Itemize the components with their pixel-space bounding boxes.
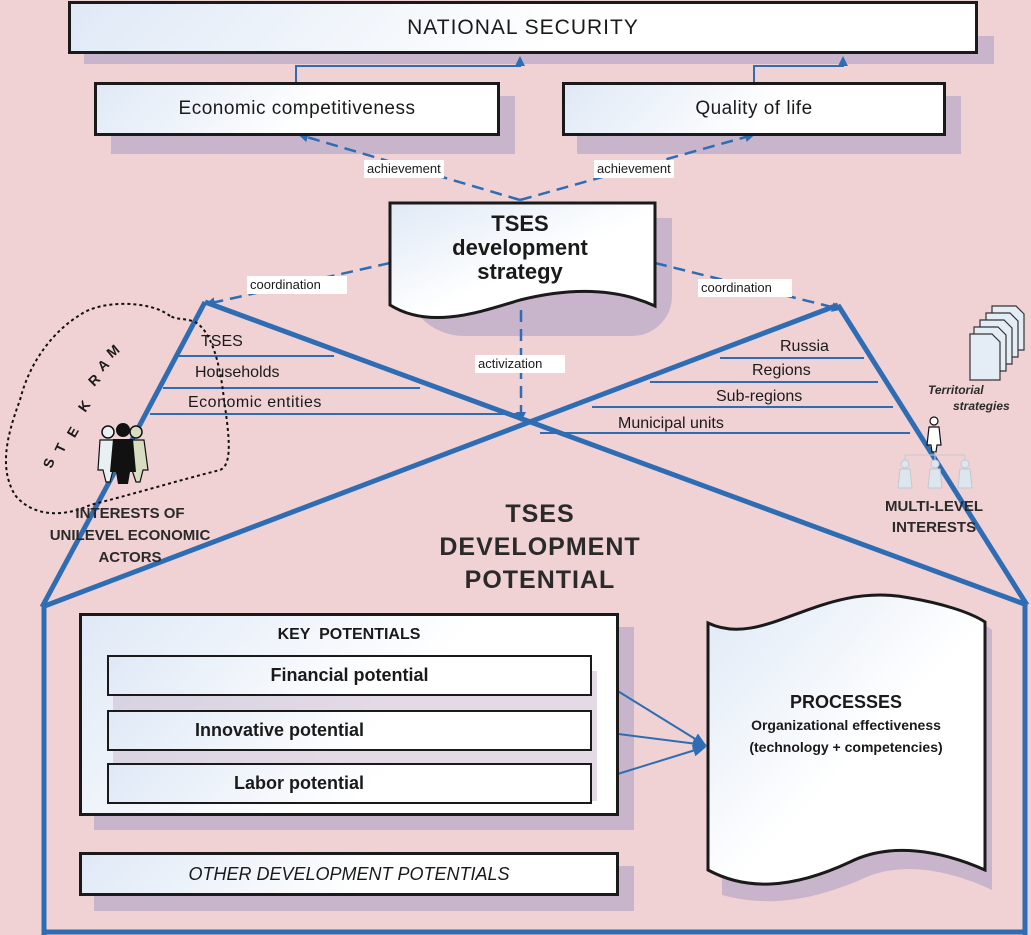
markets-boundary	[5, 302, 230, 515]
x-line-ascending	[41, 302, 839, 610]
hierarchy-people-icon	[897, 416, 973, 489]
right-level-municipal-units: Municipal units	[618, 415, 724, 432]
left-level-households: Households	[195, 364, 280, 381]
other-potentials-label: OTHER DEVELOPMENT POTENTIALS	[188, 863, 510, 884]
processes-title: PROCESSES	[789, 692, 903, 712]
right-level-sub-regions: Sub-regions	[716, 388, 803, 405]
strategy-document-shape	[388, 201, 657, 319]
quality-of-life-label: Quality of life	[695, 98, 813, 119]
strategy-line-2: development	[452, 235, 588, 260]
financial-potential-box: Financial potential	[107, 655, 592, 696]
unilevel-interests-label: INTERESTS OF UNILEVEL ECONOMIC ACTORS	[25, 503, 235, 569]
key-potentials-title: KEY POTENTIALS	[277, 626, 421, 643]
potential-line-3: POTENTIAL	[464, 566, 616, 594]
labor-potential-box: Labor potential	[107, 763, 592, 804]
right-level-russia: Russia	[780, 338, 829, 355]
processes-text: PROCESSES Organizational effectiveness (…	[715, 690, 977, 758]
strategy-line-3: strategy	[477, 259, 563, 284]
economic-competitiveness-label: Economic competitiveness	[178, 98, 416, 119]
potential-line-2: DEVELOPMENT	[439, 533, 641, 561]
innovative-potential-box: Innovative potential	[107, 710, 592, 751]
connector-quality-to-security	[753, 56, 848, 82]
coordination-label-left: coordination	[247, 276, 347, 294]
right-level-regions: Regions	[752, 362, 811, 379]
coordination-arrow-left	[205, 261, 391, 308]
multilevel-line-1: MULTI-LEVEL	[884, 498, 984, 515]
economic-competitiveness-box: Economic competitiveness	[94, 82, 500, 136]
national-security-label: NATIONAL SECURITY	[407, 15, 639, 39]
multilevel-line-2: INTERESTS	[891, 519, 977, 536]
other-potentials-box: OTHER DEVELOPMENT POTENTIALS	[79, 852, 619, 896]
potential-line-1: TSES	[505, 500, 575, 528]
activization-label: activization	[475, 355, 565, 373]
document-stack-icon	[969, 305, 1025, 381]
territorial-strategies-label: Territorial strategies	[928, 382, 1028, 414]
left-level-tses: TSES	[201, 333, 243, 350]
unilevel-line-2: UNILEVEL ECONOMIC	[49, 527, 211, 544]
quality-of-life-box: Quality of life	[562, 82, 946, 136]
left-level-economic-entities: Economic entities	[188, 394, 322, 411]
innovative-potential-label: Innovative potential	[195, 720, 365, 740]
potential-title: TSES DEVELOPMENT POTENTIAL	[420, 498, 660, 597]
processes-document-shape	[706, 593, 987, 886]
national-security-box: NATIONAL SECURITY	[68, 1, 978, 54]
left-triangle-side	[132, 300, 208, 436]
financial-potential-label: Financial potential	[270, 665, 429, 685]
x-line-descending	[204, 299, 1028, 608]
coordination-label-right: coordination	[698, 279, 792, 297]
processes-line-1: Organizational effectiveness	[751, 717, 941, 733]
achievement-label-right: achievement	[594, 160, 674, 178]
multilevel-interests-label: MULTI-LEVEL INTERESTS	[864, 496, 1004, 538]
territorial-line-1: Territorial	[928, 383, 984, 397]
unilevel-line-3: ACTORS	[98, 549, 162, 566]
territorial-line-2: strategies	[953, 399, 1010, 413]
achievement-label-left: achievement	[364, 160, 444, 178]
connector-economic-to-security	[295, 56, 525, 82]
labor-potential-label: Labor potential	[234, 773, 364, 793]
processes-line-2: (technology + competencies)	[749, 739, 943, 755]
strategy-title: TSES development strategy	[420, 212, 620, 284]
unilevel-line-1: INTERESTS OF	[75, 505, 185, 522]
people-group-icon	[97, 423, 149, 484]
strategy-line-1: TSES	[491, 211, 549, 236]
